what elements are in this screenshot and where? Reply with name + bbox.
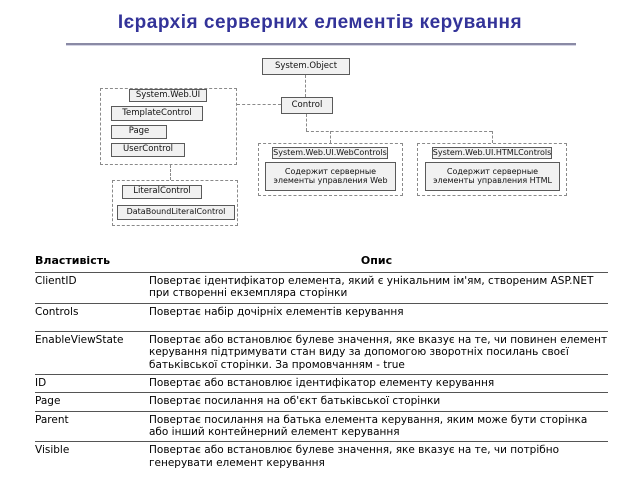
properties-table: Властивість Опис ClientID Повертає ідент… — [35, 252, 608, 472]
node-templatecontrol: TemplateControl — [111, 106, 203, 121]
group-literal-controls — [112, 180, 238, 226]
property-name: Controls — [35, 305, 79, 318]
header-property: Властивість — [35, 254, 111, 267]
node-htmlcontrols-description: Содержит серверные элементы управления H… — [425, 162, 560, 191]
group-webcontrols — [258, 143, 403, 196]
table-row: ID Повертає або встановлює ідентифікатор… — [35, 373, 608, 392]
table-row: Parent Повертає посилання на батька елем… — [35, 410, 608, 442]
property-name: Visible — [35, 444, 70, 457]
connector — [237, 104, 281, 105]
table-row: Visible Повертає або встановлює булеве з… — [35, 441, 608, 472]
page-title: Ієрархія серверних елементів керування — [117, 12, 523, 33]
table-row: ClientID Повертає ідентифікатор елемента… — [35, 272, 608, 303]
property-name: ClientID — [35, 275, 77, 287]
connector — [330, 131, 331, 143]
node-page: Page — [111, 125, 167, 139]
table-header: Властивість Опис — [35, 252, 608, 272]
connector — [306, 114, 307, 131]
property-description: Повертає посилання на об'єкт батьківсько… — [149, 395, 441, 408]
node-webcontrols-description: Содержит серверные элементы управления W… — [265, 162, 396, 191]
table-row: Page Повертає посилання на об'єкт батькі… — [35, 392, 608, 410]
connector — [305, 75, 306, 97]
table-row: EnableViewState Повертає або встановлює … — [35, 330, 608, 374]
node-literalcontrol: LiteralControl — [122, 185, 202, 199]
label-htmlcontrols: System.Web.UI.HTMLControls — [432, 147, 552, 159]
node-databoundliteralcontrol: DataBoundLiteralControl — [117, 205, 235, 220]
property-name: ID — [35, 376, 47, 389]
label-system-web-ui: System.Web.UI — [129, 89, 207, 102]
property-name: Parent — [35, 413, 69, 426]
property-name: Page — [35, 395, 61, 408]
node-control: Control — [281, 97, 333, 114]
property-name: EnableViewState — [35, 333, 124, 346]
node-usercontrol: UserControl — [111, 143, 185, 157]
property-description: Повертає або встановлює булеве значення,… — [149, 333, 608, 371]
node-system-object: System.Object — [262, 58, 350, 75]
header-description: Опис — [360, 254, 393, 267]
property-description: Повертає посилання на батька елемента ке… — [149, 413, 588, 438]
property-description: Повертає набір дочірніх елементів керува… — [149, 305, 404, 318]
table-row: Controls Повертає набір дочірніх елемент… — [35, 302, 608, 331]
label-webcontrols: System.Web.UI.WebControls — [272, 147, 388, 159]
connector — [170, 165, 171, 180]
property-description: Повертає ідентифікатор елемента, який є … — [149, 275, 594, 300]
title-underline — [66, 43, 576, 46]
connector — [492, 131, 493, 143]
group-system-web-ui — [100, 88, 237, 165]
connector — [306, 131, 492, 132]
property-description: Повертає або встановлює булеве значення,… — [149, 444, 560, 469]
property-description: Повертає або встановлює ідентифікатор ел… — [149, 376, 495, 389]
group-htmlcontrols — [417, 143, 567, 196]
